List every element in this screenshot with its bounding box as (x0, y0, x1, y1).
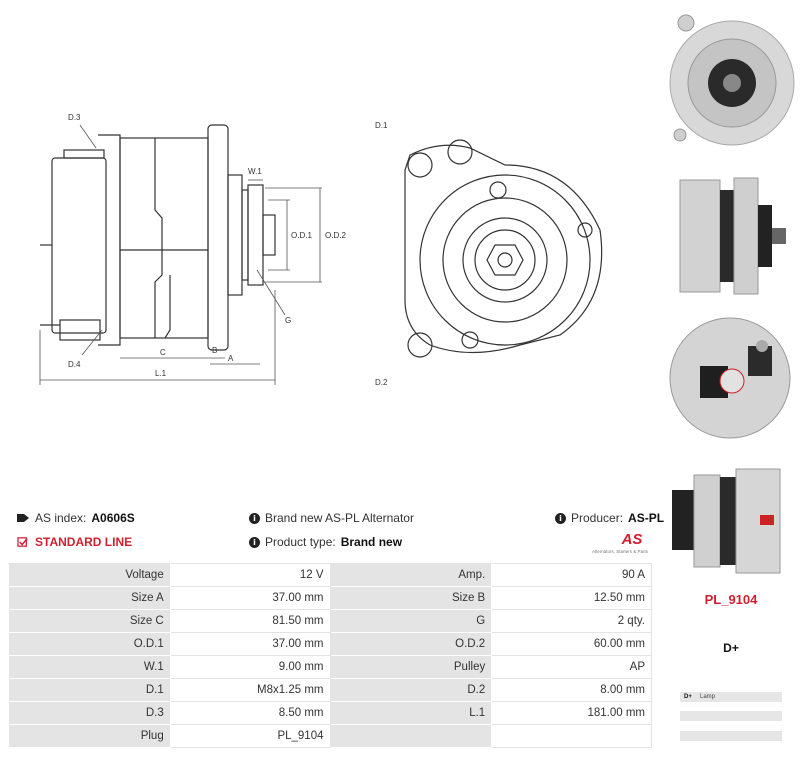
spec-value: 12 V (169, 563, 331, 587)
label-g: G (285, 316, 291, 325)
product-type-value: Brand new (340, 535, 403, 549)
spec-label: D.1 (8, 678, 171, 702)
as-pl-logo: AS Alternators, Starters & Parts (592, 531, 649, 554)
info-icon: i (249, 536, 260, 548)
label-w1: W.1 (248, 167, 262, 176)
standard-line: STANDARD LINE (16, 535, 132, 549)
terminal-row (680, 711, 782, 721)
plug-code[interactable]: PL_9104 (704, 592, 758, 607)
photo-rear-view[interactable] (662, 306, 800, 446)
label-od2: O.D.2 (325, 231, 346, 240)
technical-drawing: D.3 D.4 W.1 O.D.1 O.D.2 G C B A L.1 D.1 … (39, 113, 603, 387)
as-index: AS index: A0606S (16, 511, 135, 525)
spec-value: 90 A (491, 563, 652, 587)
spec-value: 12.50 mm (491, 586, 652, 610)
label-l1: L.1 (155, 369, 167, 378)
spec-label: Amp. (329, 563, 493, 587)
spec-value: 8.00 mm (491, 678, 652, 702)
spec-value: AP (491, 655, 652, 679)
product-type: i Product type: Brand new (249, 535, 402, 549)
terminal-desc: Lamp (700, 694, 716, 700)
spec-value: 8.50 mm (169, 701, 331, 725)
as-index-label: AS index: (35, 511, 87, 525)
standard-line-text: STANDARD LINE (35, 535, 133, 549)
spec-label: Plug (8, 724, 171, 748)
spec-value: 2 qty. (491, 609, 652, 633)
spec-label: Size A (8, 586, 171, 610)
producer-value: AS-PL (628, 511, 665, 525)
photo-side-view[interactable] (662, 160, 800, 300)
spec-label: O.D.1 (8, 632, 171, 656)
logo-tagline: Alternators, Starters & Parts (592, 549, 649, 554)
label-a: A (228, 354, 234, 363)
label-od1: O.D.1 (291, 231, 312, 240)
spec-label: D.3 (8, 701, 171, 725)
spec-label: W.1 (8, 655, 171, 679)
spec-label: O.D.2 (329, 632, 493, 656)
spec-label (329, 724, 493, 748)
spec-value: 81.50 mm (169, 609, 331, 633)
photo-front-view[interactable] (662, 5, 800, 155)
label-d3: D.3 (68, 113, 81, 122)
spec-value: PL_9104 (169, 724, 331, 748)
spec-value: 60.00 mm (491, 632, 652, 656)
label-c: C (160, 348, 166, 357)
checkbox-icon (17, 537, 28, 547)
spec-label: Pulley (329, 655, 493, 679)
spec-label: Voltage (8, 563, 171, 587)
product-type-label: Product type: (265, 535, 336, 549)
spec-label: Size C (8, 609, 171, 633)
producer-label: Producer: (571, 511, 624, 525)
tag-icon (17, 514, 29, 522)
info-icon: i (555, 512, 566, 524)
logo-mark: AS (621, 531, 643, 548)
terminal-row (680, 731, 782, 741)
label-d2: D.2 (375, 378, 388, 387)
spec-label: L.1 (329, 701, 493, 725)
as-index-value: A0606S (91, 511, 135, 525)
info-icon: i (249, 512, 260, 524)
plug-terminal: D+ (723, 641, 739, 655)
photo-top-view[interactable] (662, 455, 800, 580)
label-d1: D.1 (375, 121, 388, 130)
spec-value: 181.00 mm (491, 701, 652, 725)
spec-label: G (329, 609, 493, 633)
spec-value (491, 724, 652, 748)
terminal-name: D+ (684, 694, 692, 700)
terminal-row: D+ Lamp (680, 692, 782, 702)
label-d4: D.4 (68, 360, 81, 369)
label-b: B (212, 346, 217, 355)
spec-value: M8x1.25 mm (169, 678, 331, 702)
spec-value: 37.00 mm (169, 632, 331, 656)
spec-label: D.2 (329, 678, 493, 702)
description-text: Brand new AS-PL Alternator (265, 511, 414, 525)
description: i Brand new AS-PL Alternator (249, 511, 414, 525)
spec-value: 9.00 mm (169, 655, 331, 679)
spec-label: Size B (329, 586, 493, 610)
producer: i Producer: AS-PL (555, 511, 664, 525)
spec-value: 37.00 mm (169, 586, 331, 610)
